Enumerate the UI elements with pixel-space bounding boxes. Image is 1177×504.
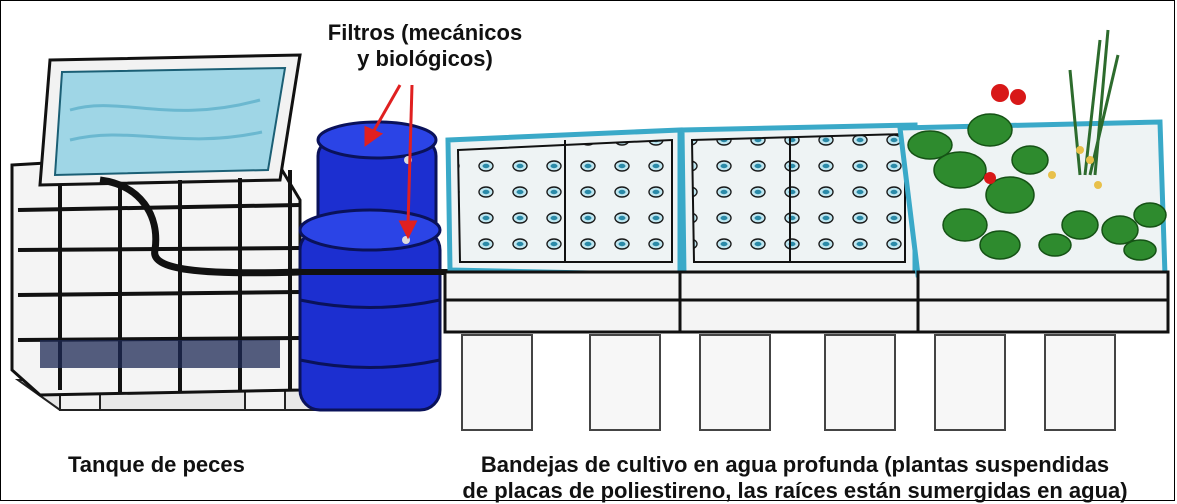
tomatoes xyxy=(984,84,1026,184)
grow-beds-label-line1: Bandejas de cultivo en agua profunda (pl… xyxy=(480,452,1110,477)
filter-barrels xyxy=(298,120,442,412)
filters-label: Filtros (mecánicos y biológicos) xyxy=(300,20,550,72)
leek-stalks xyxy=(1068,29,1120,176)
filters-label-line1: Filtros (mecánicos xyxy=(327,20,523,45)
fish-tank xyxy=(10,53,332,411)
fish-tank-label: Tanque de peces xyxy=(68,452,245,477)
yellow-flowers xyxy=(1048,146,1102,189)
plants xyxy=(907,113,1167,261)
grow-beds-label: Bandejas de cultivo en agua profunda (pl… xyxy=(420,452,1170,504)
grow-beds-label-line2: de placas de poliestireno, las raíces es… xyxy=(462,478,1128,503)
filters-label-line2: y biológicos) xyxy=(357,46,493,71)
grow-bed-3 xyxy=(897,29,1170,431)
grow-bed-2 xyxy=(678,122,922,431)
grow-bed-1 xyxy=(443,127,683,431)
filter-arrows xyxy=(364,84,418,240)
